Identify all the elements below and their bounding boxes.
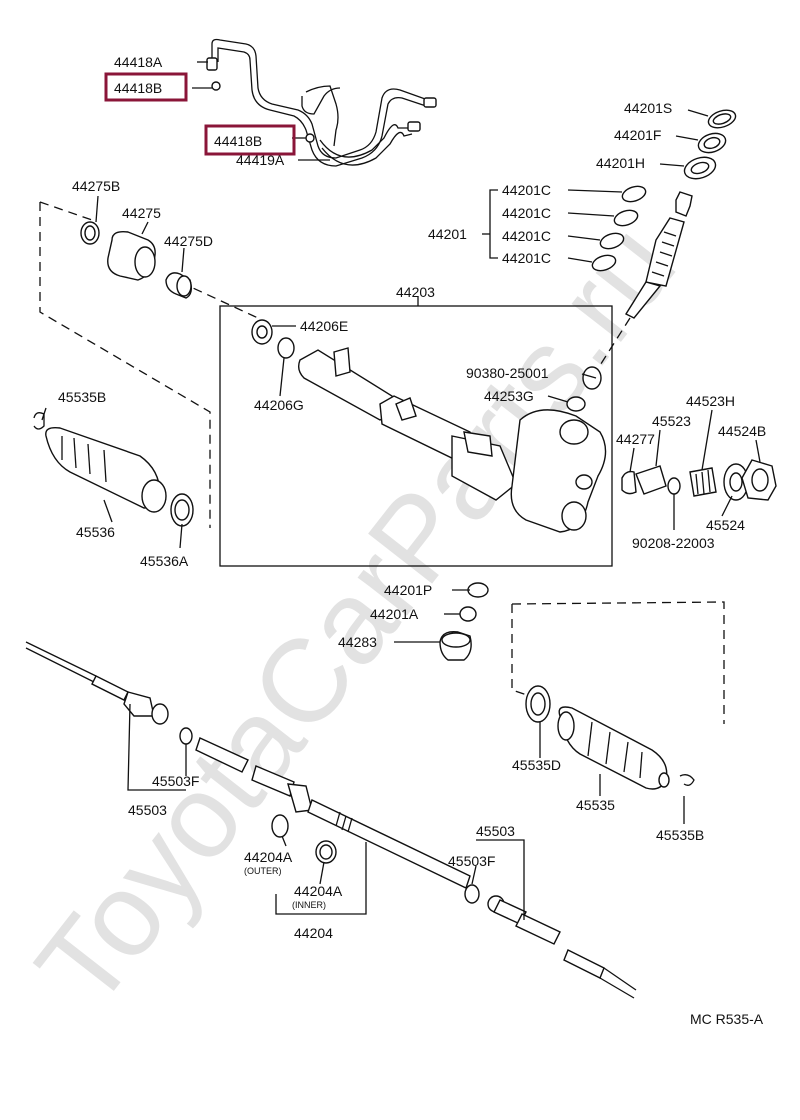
label-44275: 44275: [122, 205, 161, 221]
label-44418A: 44418A: [114, 54, 163, 70]
label-45524: 45524: [706, 517, 745, 533]
label-45535B-left: 45535B: [58, 389, 106, 405]
label-inner-note: (INNER): [292, 900, 326, 910]
label-44253G: 44253G: [484, 388, 534, 404]
leader-lines: [41, 61, 761, 920]
label-44523H: 44523H: [686, 393, 735, 409]
label-44201C-1: 44201C: [502, 182, 551, 198]
label-44204A-inner: 44204A: [294, 883, 343, 899]
label-44206E: 44206E: [300, 318, 348, 334]
label-45523: 45523: [652, 413, 691, 429]
valve-adjust-parts: [621, 459, 777, 501]
gear-housing-44203: [219, 297, 613, 567]
label-45503-right: 45503: [476, 823, 515, 839]
label-45503F-left: 45503F: [152, 773, 199, 789]
label-44201F: 44201F: [614, 127, 661, 143]
label-44201C-3: 44201C: [502, 228, 551, 244]
label-44283: 44283: [338, 634, 377, 650]
label-45535: 45535: [576, 797, 615, 813]
label-44204A-outer: 44204A: [244, 849, 293, 865]
left-boot-parts: [33, 412, 194, 527]
label-44204: 44204: [294, 925, 333, 941]
label-44419A: 44419A: [236, 152, 285, 168]
label-45536: 45536: [76, 524, 115, 540]
label-44201A: 44201A: [370, 606, 419, 622]
highlight-box-44418B-top: [104, 72, 188, 102]
label-44206G: 44206G: [254, 397, 304, 413]
label-44201H: 44201H: [596, 155, 645, 171]
label-44524B: 44524B: [718, 423, 766, 439]
label-44201C-2: 44201C: [502, 205, 551, 221]
right-boot-parts: [525, 685, 695, 790]
label-44201P: 44201P: [384, 582, 432, 598]
diagram-code: MC R535-A: [690, 1011, 764, 1027]
control-valve-shaft: [624, 191, 693, 319]
label-45503-left: 45503: [128, 802, 167, 818]
valve-seals-stack: [591, 109, 737, 272]
tie-rod-and-rack: [25, 641, 637, 999]
rack-bushing-parts: [80, 221, 193, 299]
label-45503F-right: 45503F: [448, 853, 495, 869]
watermark-text: ToyotaCarParts.ru: [11, 200, 700, 1031]
tube-assembly-44419A: [206, 38, 437, 167]
highlight-box-44418B-mid: [204, 124, 296, 156]
label-45535B-right: 45535B: [656, 827, 704, 843]
part-labels: 44418A 44418B 44418B 44419A 44201S 44201…: [58, 54, 766, 1027]
label-45536A: 45536A: [140, 553, 189, 569]
label-outer-note: (OUTER): [244, 866, 282, 876]
label-44201: 44201: [428, 226, 467, 242]
label-44275D: 44275D: [164, 233, 213, 249]
label-44277: 44277: [616, 431, 655, 447]
label-44418B-top: 44418B: [114, 80, 162, 96]
label-44201S: 44201S: [624, 100, 672, 116]
label-44275B: 44275B: [72, 178, 120, 194]
label-90380-25001: 90380-25001: [466, 365, 549, 381]
label-45535D: 45535D: [512, 757, 561, 773]
label-44203: 44203: [396, 284, 435, 300]
label-44418B-mid: 44418B: [214, 133, 262, 149]
label-90208-22003: 90208-22003: [632, 535, 715, 551]
label-44201C-4: 44201C: [502, 250, 551, 266]
